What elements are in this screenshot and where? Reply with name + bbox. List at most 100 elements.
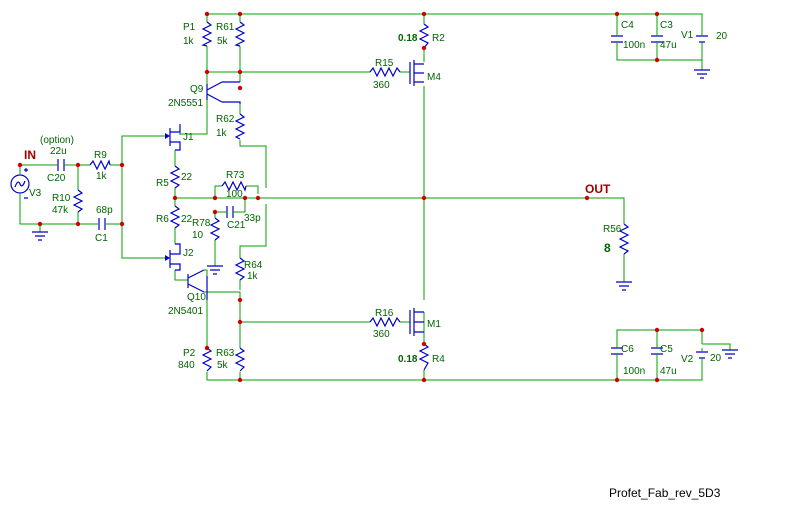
label-V2-ref: V2 <box>681 354 694 365</box>
resistor-R61-symbol <box>234 21 246 47</box>
label-Q10-value: 2N5401 <box>168 306 203 317</box>
capacitor-C5-symbol <box>651 342 663 360</box>
label-C6-value: 100n <box>623 366 645 377</box>
label-R4-value: 0.18 <box>398 354 418 365</box>
resistor-R64-symbol <box>234 257 246 281</box>
label-C6-ref: C6 <box>621 344 634 355</box>
label-C3-ref: C3 <box>660 20 673 31</box>
label-C20-ref: C20 <box>47 173 66 184</box>
node-dots <box>17 11 705 383</box>
label-C1-ref: C1 <box>95 233 108 244</box>
capacitor-C6-symbol <box>611 342 623 360</box>
label-J1-ref: J1 <box>183 132 194 143</box>
label-R6-ref: R6 <box>156 214 169 225</box>
label-P2-ref: P2 <box>183 348 196 359</box>
label-P1-value: 1k <box>183 36 195 47</box>
resistor-R73-symbol <box>221 180 247 192</box>
label-R61-ref: R61 <box>216 22 235 33</box>
battery-V2-symbol <box>696 348 708 364</box>
label-R16-value: 360 <box>373 329 390 340</box>
resistor-R62-symbol <box>234 113 246 140</box>
source-V3-symbol <box>10 174 30 194</box>
component-labels: P1 1k R61 5k Q9 2N5551 R62 1k J1 R5 22 R… <box>29 20 728 377</box>
capacitor-C4-symbol <box>611 30 623 48</box>
transistor-Q9-symbol <box>206 81 241 104</box>
resistor-R2-symbol <box>418 23 430 49</box>
label-R15-ref: R15 <box>375 58 394 69</box>
label-C5-ref: C5 <box>660 344 673 355</box>
label-P1-ref: P1 <box>183 22 196 33</box>
label-R64-ref: R64 <box>244 260 263 271</box>
capacitor-C3-symbol <box>651 30 663 48</box>
label-R62-ref: R62 <box>216 114 235 125</box>
label-R10-ref: R10 <box>52 193 71 204</box>
io-labels: IN OUT (option) <box>24 135 611 196</box>
label-V1-ref: V1 <box>681 30 694 41</box>
label-R5-value: 22 <box>181 172 193 183</box>
label-V2-value: 20 <box>710 353 722 364</box>
label-V3-ref: V3 <box>29 188 42 199</box>
battery-V1-symbol <box>696 32 708 46</box>
label-R16-ref: R16 <box>375 308 394 319</box>
label-R62-value: 1k <box>216 128 228 139</box>
transistor-Q10-symbol <box>187 269 241 310</box>
label-R9-ref: R9 <box>94 150 107 161</box>
option-label: (option) <box>40 135 74 146</box>
resistor-R4-symbol <box>418 343 430 371</box>
footer-title: Profet_Fab_rev_5D3 <box>609 486 721 500</box>
label-R63-value: 5k <box>217 360 229 371</box>
ground-V3-symbol <box>32 231 48 241</box>
resistor-R15-symbol <box>369 66 401 78</box>
label-V1-value: 20 <box>716 31 728 42</box>
resistor-R16-symbol <box>369 316 401 328</box>
label-R78-value: 10 <box>192 230 204 241</box>
label-C3-value: 47u <box>660 40 677 51</box>
resistor-R9-symbol <box>89 159 111 171</box>
label-R2-ref: R2 <box>432 33 445 44</box>
label-R6-value: 22 <box>181 214 193 225</box>
jfet-J1-symbol <box>165 124 181 151</box>
label-M1-ref: M1 <box>427 319 441 330</box>
label-C4-value: 100n <box>623 40 645 51</box>
label-R2-value: 0.18 <box>398 33 418 44</box>
resistor-R78-symbol <box>209 217 221 241</box>
label-R63-ref: R63 <box>216 348 235 359</box>
label-R10-value: 47k <box>52 205 69 216</box>
ground-V2-symbol <box>722 349 738 359</box>
label-C1-value: 68p <box>96 205 113 216</box>
label-Q9-value: 2N5551 <box>168 98 203 109</box>
resistor-R63-symbol <box>234 347 246 372</box>
jfet-J2-symbol <box>165 243 181 271</box>
label-J2-ref: J2 <box>183 248 194 259</box>
label-R56-value: 8 <box>604 241 611 255</box>
label-C21-value: 33p <box>244 213 261 224</box>
label-C21-ref: C21 <box>227 220 246 231</box>
label-R15-value: 360 <box>373 80 390 91</box>
capacitor-C20-symbol <box>55 159 68 171</box>
label-R4-ref: R4 <box>432 354 445 365</box>
components <box>10 21 738 372</box>
label-R56-ref: R56 <box>603 224 622 235</box>
ground-R78-symbol <box>207 265 223 275</box>
mosfet-M1-symbol <box>409 308 424 336</box>
input-label: IN <box>24 148 36 162</box>
label-C5-value: 47u <box>660 366 677 377</box>
label-R64-value: 1k <box>247 271 259 282</box>
label-R73-value: 100 <box>226 189 243 200</box>
label-R78-ref: R78 <box>192 218 211 229</box>
resistor-P2-symbol <box>201 347 213 372</box>
resistor-R5-symbol <box>169 165 181 189</box>
resistor-R56-symbol <box>618 223 630 255</box>
label-R61-value: 5k <box>217 36 229 47</box>
ground-R56-symbol <box>616 281 632 291</box>
label-M4-ref: M4 <box>427 72 441 83</box>
capacitor-C1-symbol <box>98 218 106 230</box>
ground-V1-symbol <box>694 69 710 79</box>
resistor-R10-symbol <box>72 189 84 213</box>
resistor-P1-symbol <box>201 21 213 47</box>
label-Q9-ref: Q9 <box>190 84 204 95</box>
label-C4-ref: C4 <box>621 20 634 31</box>
label-Q10-ref: Q10 <box>187 292 206 303</box>
